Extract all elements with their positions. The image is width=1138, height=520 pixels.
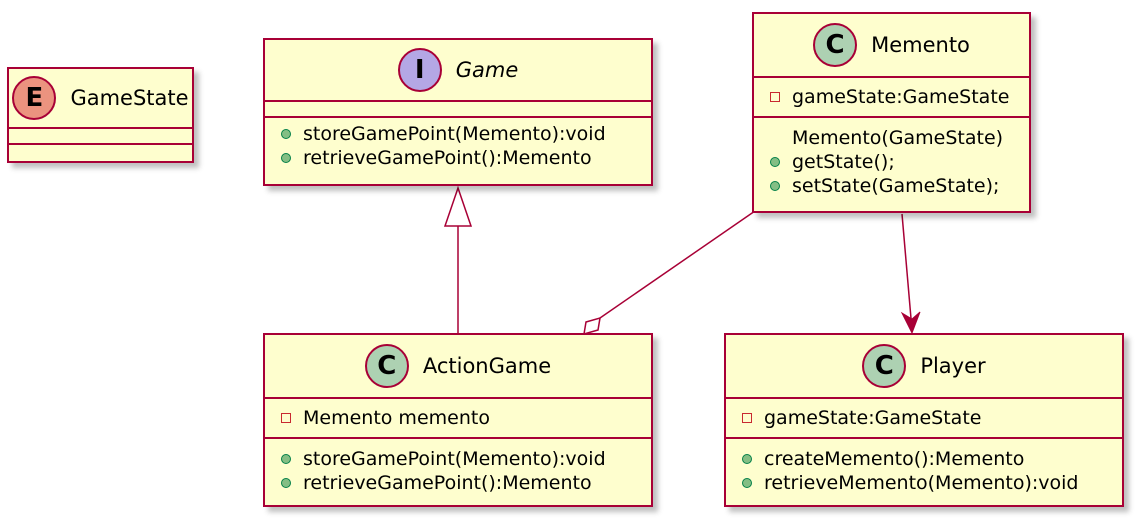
public-marker-icon: [279, 478, 293, 488]
field: gameState:GameState: [726, 406, 1122, 430]
class-badge-icon: C: [862, 344, 907, 388]
class-header: C ActionGame: [265, 335, 651, 399]
field-text: Memento memento: [303, 407, 490, 429]
aggregation-line: [599, 210, 756, 319]
methods-section: storeGamePoint(Memento):void retrieveGam…: [265, 439, 651, 499]
method-text: retrieveGamePoint():Memento: [303, 147, 592, 169]
public-marker-icon: [279, 454, 293, 464]
public-marker-icon: [740, 454, 754, 464]
class-name: ActionGame: [422, 354, 552, 378]
method-text: getState();: [792, 151, 895, 173]
class-player[interactable]: C Player gameState:GameState createMemen…: [724, 333, 1124, 507]
fields-section: Memento memento: [265, 399, 651, 439]
association-line: [901, 213, 913, 331]
fields-section: gameState:GameState: [726, 399, 1122, 439]
private-marker-icon: [279, 413, 293, 423]
methods-section: createMemento():Memento retrieveMemento(…: [726, 439, 1122, 499]
method: retrieveGamePoint():Memento: [265, 146, 651, 170]
method: Memento(GameState): [754, 126, 1029, 150]
realization-arrowhead: [443, 185, 473, 227]
enum-badge-icon: E: [12, 76, 57, 120]
field-text: gameState:GameState: [764, 407, 982, 429]
method: getState();: [754, 150, 1029, 174]
class-actiongame[interactable]: C ActionGame Memento memento storeGamePo…: [263, 333, 653, 507]
private-marker-icon: [768, 92, 782, 102]
private-marker-icon: [740, 413, 754, 423]
methods-section: storeGamePoint(Memento):void retrieveGam…: [265, 118, 651, 174]
method: setState(GameState);: [754, 174, 1029, 198]
class-name: Memento: [871, 33, 970, 57]
field: Memento memento: [265, 406, 651, 430]
class-memento[interactable]: C Memento gameState:GameState Memento(Ga…: [752, 12, 1031, 213]
methods-section: [9, 145, 192, 161]
class-badge-icon: C: [813, 23, 858, 67]
class-gamestate[interactable]: E GameState: [7, 67, 194, 163]
public-marker-icon: [279, 129, 293, 139]
public-marker-icon: [740, 478, 754, 488]
public-marker-icon: [279, 153, 293, 163]
association-arrowhead: [900, 311, 921, 335]
class-badge-icon: C: [364, 344, 409, 388]
method-text: storeGamePoint(Memento):void: [303, 123, 606, 145]
method: storeGamePoint(Memento):void: [265, 122, 651, 146]
fields-section: gameState:GameState: [754, 78, 1029, 118]
class-header: C Player: [726, 335, 1122, 399]
field: gameState:GameState: [754, 85, 1029, 109]
class-header: C Memento: [754, 14, 1029, 78]
method: storeGamePoint(Memento):void: [265, 447, 651, 471]
method-text: setState(GameState);: [792, 175, 1000, 197]
aggregation-diamond: [583, 316, 601, 336]
public-marker-icon: [768, 157, 782, 167]
field-text: gameState:GameState: [792, 86, 1010, 108]
method-text: retrieveMemento(Memento):void: [764, 472, 1079, 494]
class-name: Game: [455, 58, 519, 82]
method-text: Memento(GameState): [792, 127, 1004, 149]
interface-badge-icon: I: [397, 48, 442, 92]
method-text: createMemento():Memento: [764, 448, 1025, 470]
class-game[interactable]: I Game storeGamePoint(Memento):void retr…: [263, 38, 653, 186]
public-marker-icon: [768, 181, 782, 191]
method: retrieveMemento(Memento):void: [726, 471, 1122, 495]
fields-section: [265, 102, 651, 118]
method-text: storeGamePoint(Memento):void: [303, 448, 606, 470]
method: createMemento():Memento: [726, 447, 1122, 471]
class-header: I Game: [265, 40, 651, 102]
fields-section: [9, 129, 192, 145]
method: retrieveGamePoint():Memento: [265, 471, 651, 495]
class-name: GameState: [70, 86, 189, 110]
method-text: retrieveGamePoint():Memento: [303, 472, 592, 494]
methods-section: Memento(GameState) getState(); setState(…: [754, 118, 1029, 202]
class-name: Player: [920, 354, 986, 378]
class-header: E GameState: [9, 69, 192, 129]
